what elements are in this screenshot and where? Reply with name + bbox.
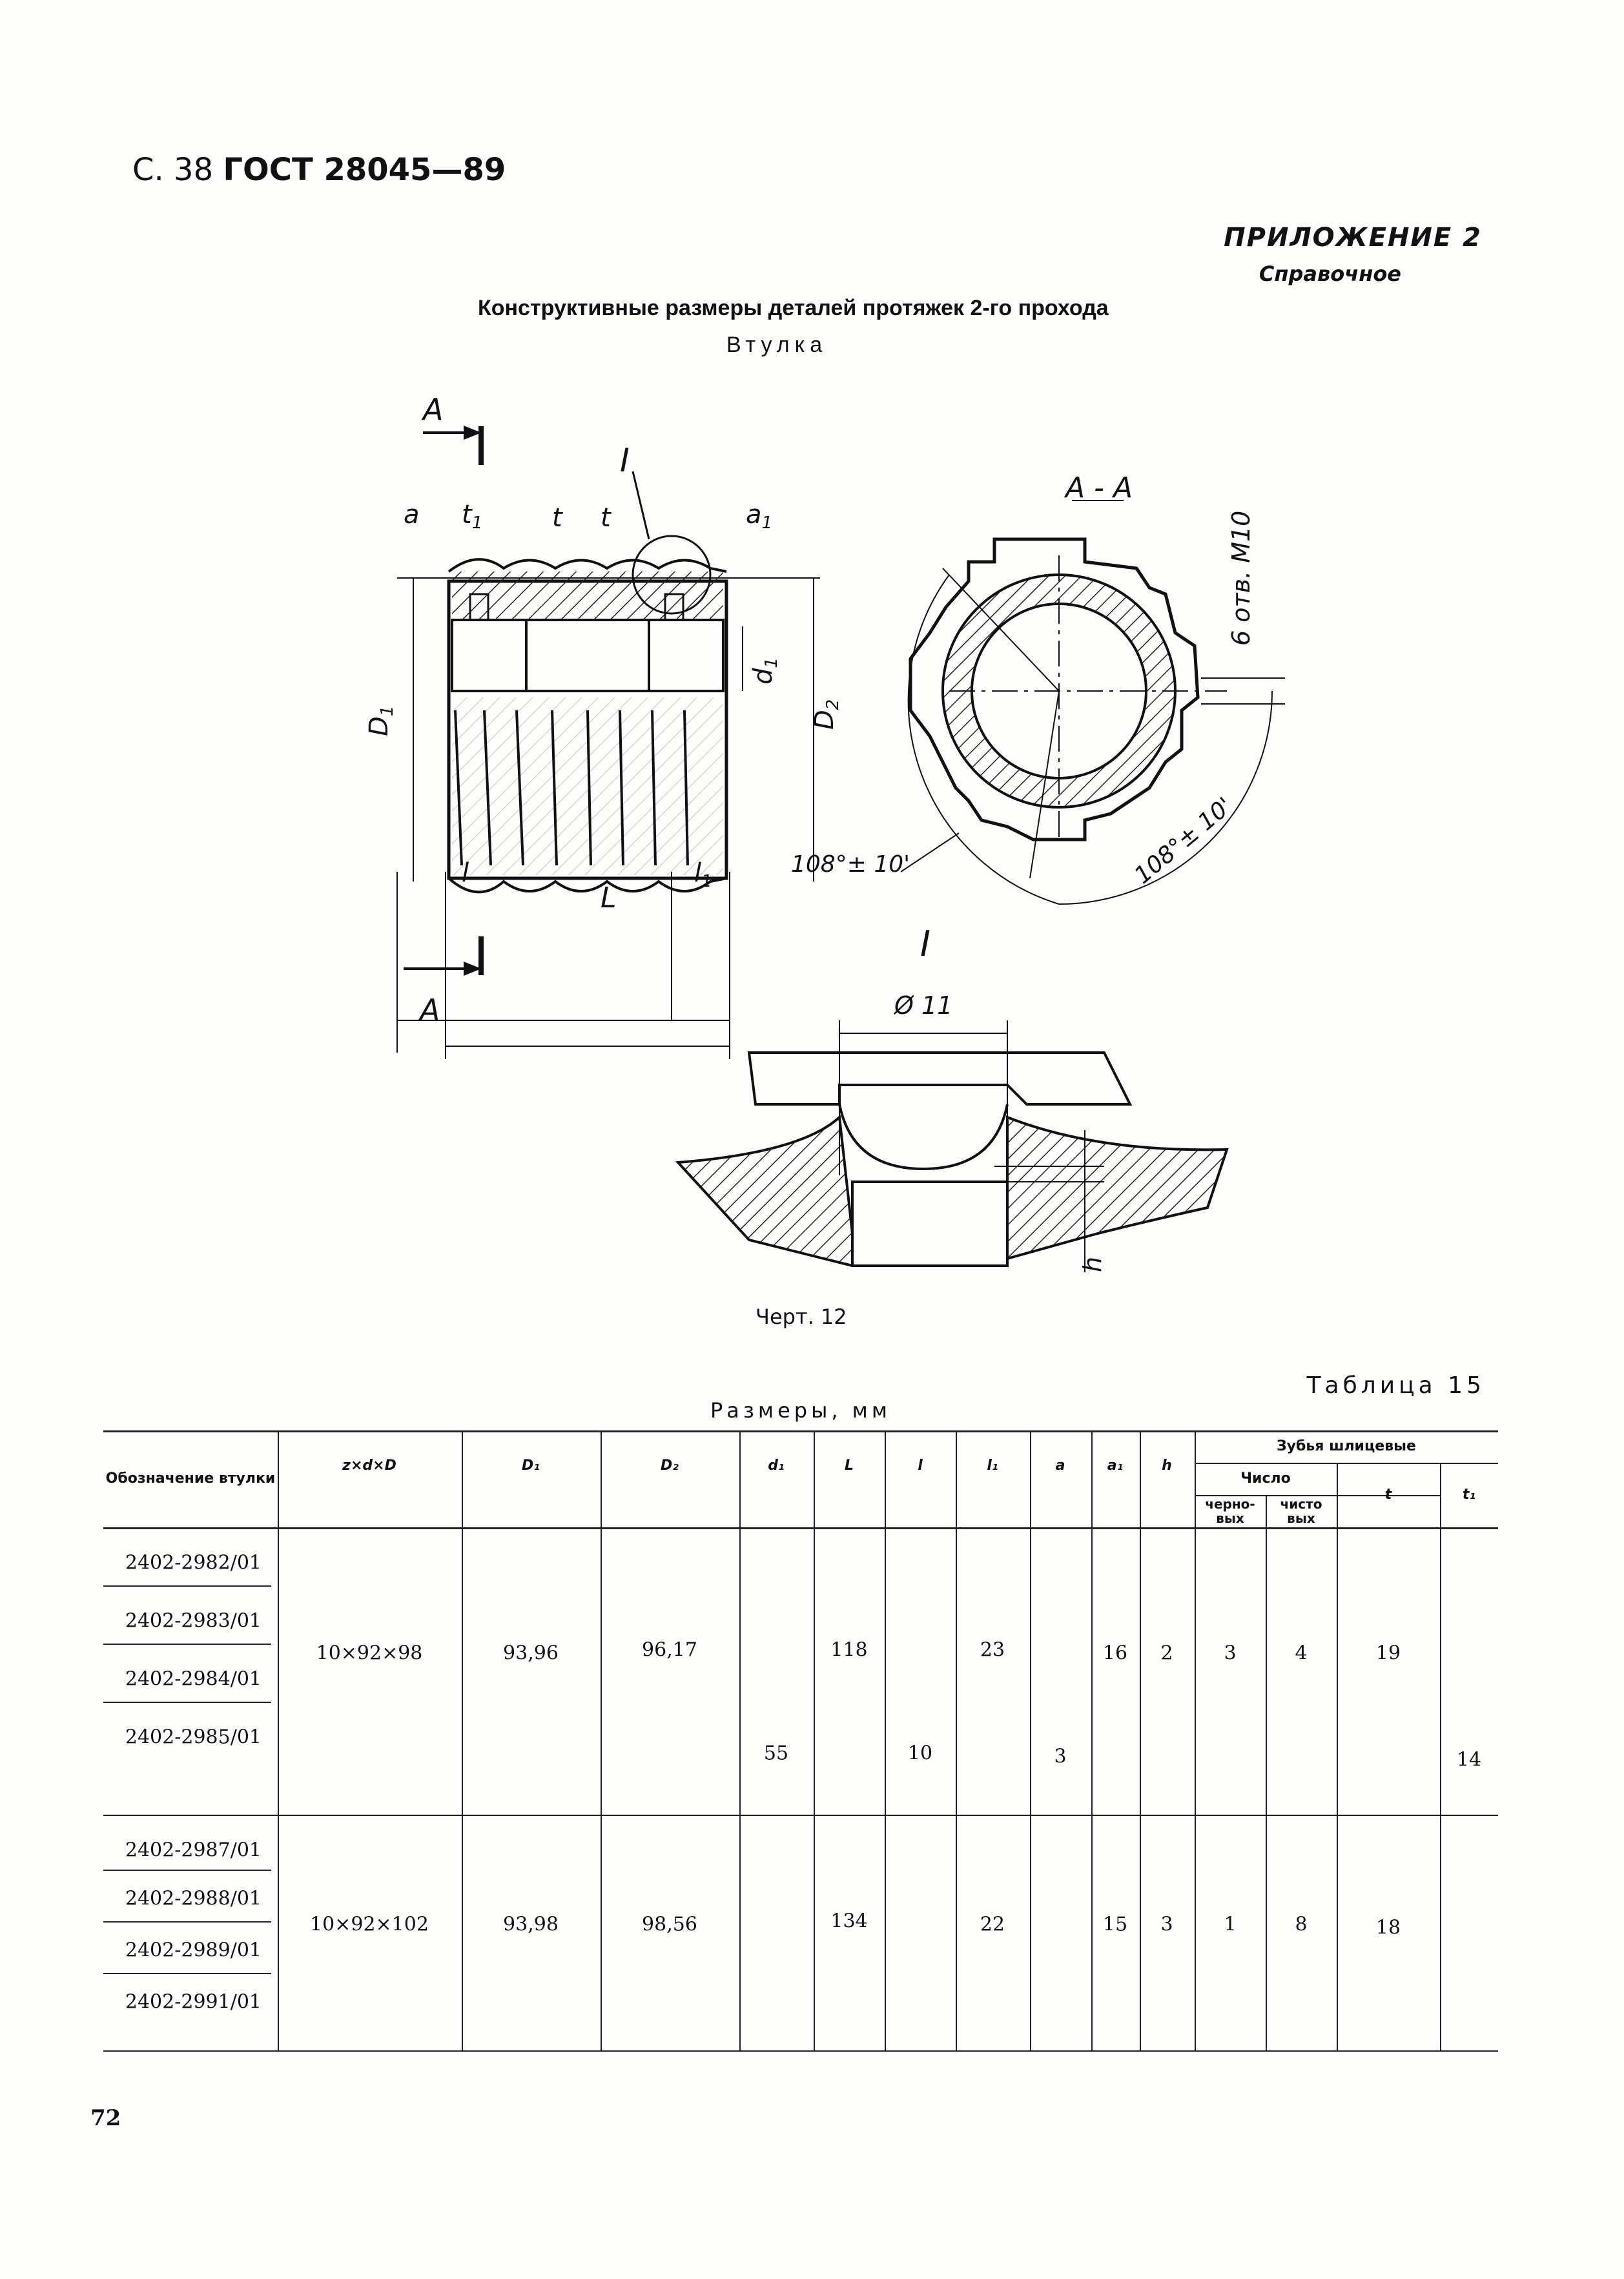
header-bottom-rule <box>103 1527 1498 1529</box>
svg-text:Ø 11: Ø 11 <box>893 991 952 1020</box>
header-h: h <box>1162 1457 1172 1474</box>
table-top-rule <box>103 1430 1498 1432</box>
g1-a1: 16 <box>1102 1642 1128 1665</box>
appendix-type: Справочное <box>1259 262 1401 286</box>
svg-text:A - A: A - A <box>1064 471 1133 504</box>
common-l: 10 <box>907 1742 933 1765</box>
header-designation: Обозначение втулки <box>105 1470 276 1487</box>
svg-text:d1: d1 <box>748 657 781 685</box>
g2-D1: 93,98 <box>503 1913 559 1936</box>
table-row: 2402-2984/01 <box>125 1667 262 1691</box>
part-name: Втулка <box>726 333 828 357</box>
standard-number: ГОСТ 28045—89 <box>223 152 506 188</box>
side-view-labels: A A I a t1 t t a1 D1 d1 D2 l l1 L <box>364 392 843 1027</box>
g1-zdD: 10×92×98 <box>316 1642 423 1665</box>
g2-a1: 15 <box>1102 1913 1128 1936</box>
g2-L: 134 <box>830 1910 868 1933</box>
header-teeth: Зубья шлицевые <box>1277 1438 1416 1454</box>
svg-text:a: a <box>404 500 420 530</box>
common-a: 3 <box>1054 1745 1067 1768</box>
group-separator <box>103 1815 1498 1816</box>
common-t1: 14 <box>1456 1748 1482 1771</box>
common-d1: 55 <box>763 1742 789 1765</box>
g2-zdD: 10×92×102 <box>310 1913 429 1936</box>
header-D2: D₂ <box>661 1457 679 1474</box>
table-row: 2402-2988/01 <box>125 1887 262 1910</box>
svg-text:I: I <box>920 923 930 964</box>
g1-rough: 3 <box>1224 1642 1237 1665</box>
page-reference: С. 38 <box>132 152 214 188</box>
detail-I-view <box>675 1020 1229 1272</box>
svg-text:I: I <box>620 442 630 479</box>
svg-text:l: l <box>462 858 469 888</box>
section-AA-view <box>900 500 1285 905</box>
svg-text:L: L <box>601 882 617 914</box>
header-t: t <box>1384 1486 1392 1503</box>
table-row: 2402-2989/01 <box>125 1939 262 1962</box>
header-rough: черно-вых <box>1205 1496 1255 1526</box>
svg-text:D2: D2 <box>810 699 843 730</box>
table-row: 2402-2985/01 <box>125 1726 262 1749</box>
header-D1: D₁ <box>522 1457 540 1474</box>
header-l: l <box>918 1457 923 1474</box>
appendix-title: ПРИЛОЖЕНИЕ 2 <box>1224 223 1482 253</box>
page-number: 72 <box>90 2105 121 2131</box>
page-header: С. 38 ГОСТ 28045—89 <box>132 152 506 188</box>
bushing-side-view <box>396 426 820 1059</box>
header-t1: t₁ <box>1462 1486 1476 1503</box>
svg-text:D1: D1 <box>364 706 397 736</box>
svg-text:A: A <box>418 993 440 1027</box>
header-a1: a₁ <box>1107 1457 1124 1474</box>
designation-column: 2402-2982/01 2402-2983/01 2402-2984/01 2… <box>103 1430 262 2050</box>
g1-D1: 93,96 <box>503 1642 559 1665</box>
g2-D2: 98,56 <box>642 1913 697 1936</box>
header-L: L <box>844 1457 854 1474</box>
document-title: Конструктивные размеры деталей протяжек … <box>478 296 1109 320</box>
table-units: Размеры, мм <box>710 1398 891 1423</box>
header-zdD: z×d×D <box>342 1457 396 1474</box>
table-row: 2402-2987/01 <box>125 1839 262 1862</box>
svg-text:h: h <box>1078 1257 1107 1272</box>
g1-D2: 96,17 <box>642 1638 697 1662</box>
g1-l1: 23 <box>980 1638 1005 1662</box>
table-label: Таблица 15 <box>1306 1372 1485 1399</box>
g1-L: 118 <box>830 1638 868 1662</box>
header-count: Число <box>1240 1470 1291 1487</box>
svg-text:a1: a1 <box>746 500 772 533</box>
svg-text:A: A <box>421 392 443 427</box>
svg-text:6 отв. M10: 6 отв. M10 <box>1227 511 1255 646</box>
table-row: 2402-2983/01 <box>125 1609 262 1633</box>
svg-text:108°± 10': 108°± 10' <box>1129 792 1237 889</box>
table-row: 2402-2982/01 <box>125 1551 262 1574</box>
g1-t: 19 <box>1375 1642 1401 1665</box>
dimensions-table: Обозначение втулки z×d×D D₁ D₂ d₁ L l l₁… <box>103 1430 1498 2052</box>
table-row: 2402-2991/01 <box>125 1990 262 2014</box>
svg-text:l1: l1 <box>694 858 712 891</box>
svg-text:t: t <box>601 503 612 533</box>
header-d1: d₁ <box>768 1457 785 1474</box>
svg-text:108°± 10': 108°± 10' <box>791 851 910 878</box>
header-l1: l₁ <box>987 1457 998 1474</box>
g2-finish: 8 <box>1295 1913 1308 1936</box>
g2-l1: 22 <box>980 1913 1005 1936</box>
drawing-caption: Черт. 12 <box>755 1304 847 1329</box>
technical-drawing: A A I a t1 t t a1 D1 d1 D2 l l1 L A - A … <box>364 392 1285 1272</box>
svg-text:t: t <box>552 503 563 533</box>
header-finish: чисто вых <box>1280 1496 1322 1526</box>
g2-t: 18 <box>1375 1916 1401 1939</box>
svg-text:t1: t1 <box>462 500 482 533</box>
g1-finish: 4 <box>1295 1642 1308 1665</box>
g2-h: 3 <box>1160 1913 1173 1936</box>
g1-h: 2 <box>1160 1642 1173 1665</box>
detail-I-labels: I Ø 11 h <box>893 923 1107 1272</box>
g2-rough: 1 <box>1224 1913 1237 1936</box>
header-a: a <box>1055 1457 1065 1474</box>
